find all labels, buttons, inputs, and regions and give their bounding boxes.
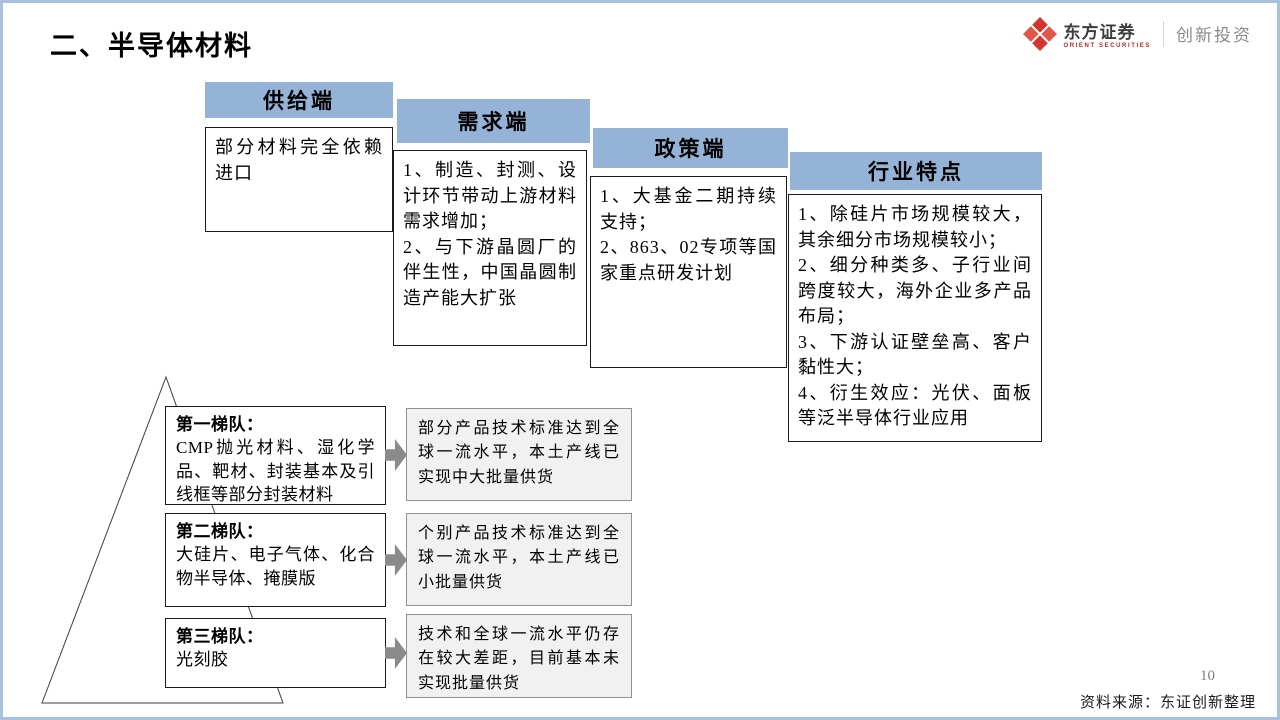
logo-name: 东方证券: [1063, 23, 1136, 42]
logo-name-en: ORIENT SECURITIES: [1063, 43, 1151, 49]
stair-body-industry: 1、除硅片市场规模较大，其余细分市场规模较小； 2、细分种类多、子行业间跨度较大…: [788, 194, 1042, 442]
logo-text: 东方证券 ORIENT SECURITIES: [1063, 18, 1151, 49]
stair-body-supply: 部分材料完全依赖进口: [205, 127, 393, 232]
logo-suffix: 创新投资: [1176, 26, 1252, 45]
stair-body-demand: 1、制造、封测、设计环节带动上游材料需求增加； 2、与下游晶圆厂的伴生性，中国晶…: [393, 150, 587, 346]
tier-box-3: 第三梯队： 光刻胶: [165, 618, 386, 688]
tier-3-items: 光刻胶: [176, 650, 229, 670]
stair-header-supply: 供给端: [205, 82, 393, 118]
tier-1-label: 第一梯队：: [176, 415, 264, 434]
tier-box-2: 第二梯队： 大硅片、电子气体、化合物半导体、掩膜版: [165, 513, 386, 607]
stair-body-policy: 1、大基金二期持续支持； 2、863、02专项等国家重点研发计划: [590, 176, 787, 368]
source-note: 资料来源：东证创新整理: [1079, 695, 1256, 711]
stair-header-industry: 行业特点: [790, 152, 1042, 190]
tier-2-label: 第二梯队：: [176, 522, 264, 541]
tier-1-items: CMP抛光材料、湿化学品、靶材、封装基本及引线框等部分封装材料: [176, 438, 375, 505]
stair-header-demand: 需求端: [397, 99, 590, 143]
tier-2-result-box: 个别产品技术标准达到全球一流水平，本土产线已小批量供货: [406, 513, 632, 606]
page-number: 10: [1200, 668, 1215, 684]
tier-2-items: 大硅片、电子气体、化合物半导体、掩膜版: [176, 545, 375, 588]
orient-securities-logo: 东方证券 ORIENT SECURITIES 创新投资: [1023, 16, 1252, 51]
page-title: 二、半导体材料: [50, 31, 253, 61]
tier-1-result-box: 部分产品技术标准达到全球一流水平，本土产线已实现中大批量供货: [406, 408, 632, 501]
tier-box-1: 第一梯队： CMP抛光材料、湿化学品、靶材、封装基本及引线框等部分封装材料: [165, 406, 386, 505]
tier-3-result-box: 技术和全球一流水平仍存在较大差距，目前基本未实现批量供货: [406, 614, 632, 698]
logo-divider: [1163, 20, 1164, 47]
stair-header-policy: 政策端: [593, 128, 788, 168]
tier-3-label: 第三梯队：: [176, 627, 264, 646]
